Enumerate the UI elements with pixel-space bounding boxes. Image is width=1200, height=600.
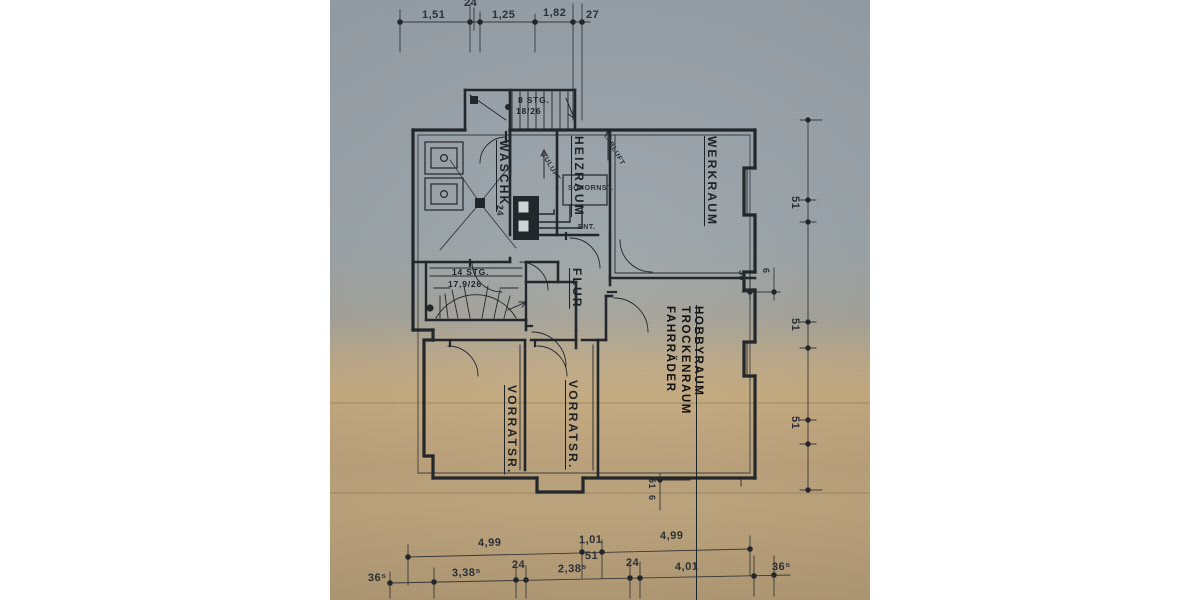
werkraum-inner-face [614, 134, 749, 274]
dimension-ticks-top [397, 19, 585, 25]
room-label-fahrraeder: FAHRRÄDER [664, 306, 676, 393]
dimension-lines-top [399, 3, 591, 121]
paper-vignette [330, 0, 870, 600]
room-label-heizraum: HEIZRAUM [572, 136, 586, 217]
page-margin-left [0, 0, 330, 600]
dim-top-2: 24 [464, 0, 478, 9]
stair-outer-rise: 18/26 [516, 106, 542, 116]
stair-main-count: 14 STG. [452, 267, 490, 277]
paper-tone [330, 0, 870, 600]
dim-bottom-lower-3: 24 [511, 558, 526, 572]
dim-bottom-lower-7: 36⁵ [771, 560, 792, 574]
storage-door-swings [447, 345, 568, 377]
scanned-blueprint-sheet: 1,51 24 1,25 1,82 27 8 STG. 18/26 14 STG… [330, 0, 870, 600]
dim-bottom-lower-1: 36⁵ [367, 571, 388, 585]
floor-plan-drawing [387, 3, 823, 599]
heizraum-door-swing [569, 237, 601, 269]
main-stair-walls [424, 260, 528, 322]
stair-outer-count: 8 STG. [518, 95, 550, 105]
chimney-stack [513, 196, 539, 240]
floor-slope-lines [439, 159, 517, 251]
room-label-werkraum: WERKRAUM [705, 136, 719, 227]
werkraum-door-swing [619, 239, 653, 273]
main-stair-winders [429, 267, 523, 319]
room-label-vorratsr-2: VORRATSR. [566, 380, 580, 470]
trockenraum-door-swing [613, 297, 649, 333]
boiler-unit [562, 174, 608, 206]
zuluft-arrow [540, 149, 548, 179]
room-label-hobbyraum-struck: HOBBYRAUM [692, 306, 704, 600]
page-margin-right [870, 0, 1200, 600]
stair-start-dot-main [426, 304, 434, 312]
stair-start-dot [505, 104, 511, 110]
stair-main-rise: 17,9/26 [448, 279, 482, 289]
outer-stair-marker [470, 96, 478, 104]
room-label-trockenraum: TROCKENRAUM [679, 306, 691, 415]
dim-top-1: 1,51 [422, 9, 446, 21]
dim-bottom-lower-5: 24 [625, 556, 640, 570]
trockenraum-walls [604, 294, 614, 342]
room-label-waschk: WASCHK. [497, 140, 511, 213]
dimension-lines-right [799, 119, 823, 491]
paper-crease-upper [330, 402, 870, 404]
storage-partition-inner [519, 344, 594, 471]
dimension-ticks-bottom [387, 546, 777, 586]
dim-bottom-upper-3: 51 [584, 549, 599, 563]
room-label-flur: FLUR [570, 268, 584, 309]
dimension-ticks-right [805, 117, 811, 493]
dim-right-1: 51 [789, 196, 801, 210]
waschk-door-openings [468, 130, 508, 268]
dim-bottom-upper-2: 1,01 [578, 533, 603, 547]
storage-door-openings [448, 338, 537, 348]
abluft-arrow [601, 129, 615, 161]
dim-bottom-upper-4: 4,99 [659, 529, 684, 543]
entlueftung-label: ENT. [578, 224, 596, 231]
storage-partition-walls [431, 338, 608, 480]
boiler-flue-pipe [538, 204, 583, 229]
dim-top-4: 1,82 [543, 7, 567, 19]
outer-stair-treads [469, 91, 569, 129]
dim-top-5: 27 [586, 9, 600, 21]
dim-interior-6b: 6 [647, 495, 657, 501]
paper-grain [330, 0, 870, 600]
dim-bottom-lower-4: 2,38⁵ [557, 562, 588, 576]
dim-bottom-lower-2: 3,38⁵ [451, 566, 482, 580]
dim-interior-24: 24 [495, 205, 505, 217]
dim-right-2: 51 [789, 318, 801, 332]
right-wall-niche-lines [740, 169, 748, 487]
dim-top-3: 1,25 [492, 9, 516, 21]
waschk-door-swings [471, 136, 549, 293]
dim-bottom-lower-6: 4,01 [674, 560, 699, 574]
waschk-basins [424, 141, 464, 211]
outer-stair-block [463, 88, 577, 132]
stair-direction-arrow-main [507, 301, 527, 311]
room-label-vorratsr-1: VORRATSR. [505, 385, 519, 475]
waschk-walls [411, 128, 512, 264]
dim-interior-51: 51 [647, 478, 657, 490]
paper-crease-lower [330, 492, 870, 494]
dim-right-3: 51 [789, 416, 801, 430]
dim-interior-50: 50 [737, 270, 747, 282]
flur-walls [524, 260, 578, 342]
flur-door-swing [531, 331, 567, 367]
dim-bottom-upper-1: 4,99 [477, 536, 502, 550]
stair-direction-arrow-outer [565, 97, 575, 119]
dim-interior-6: 6 [761, 268, 771, 274]
werkraum-walls [608, 128, 757, 287]
exterior-walls [411, 128, 757, 494]
schornstein-label: SCHORNST. [568, 185, 614, 192]
